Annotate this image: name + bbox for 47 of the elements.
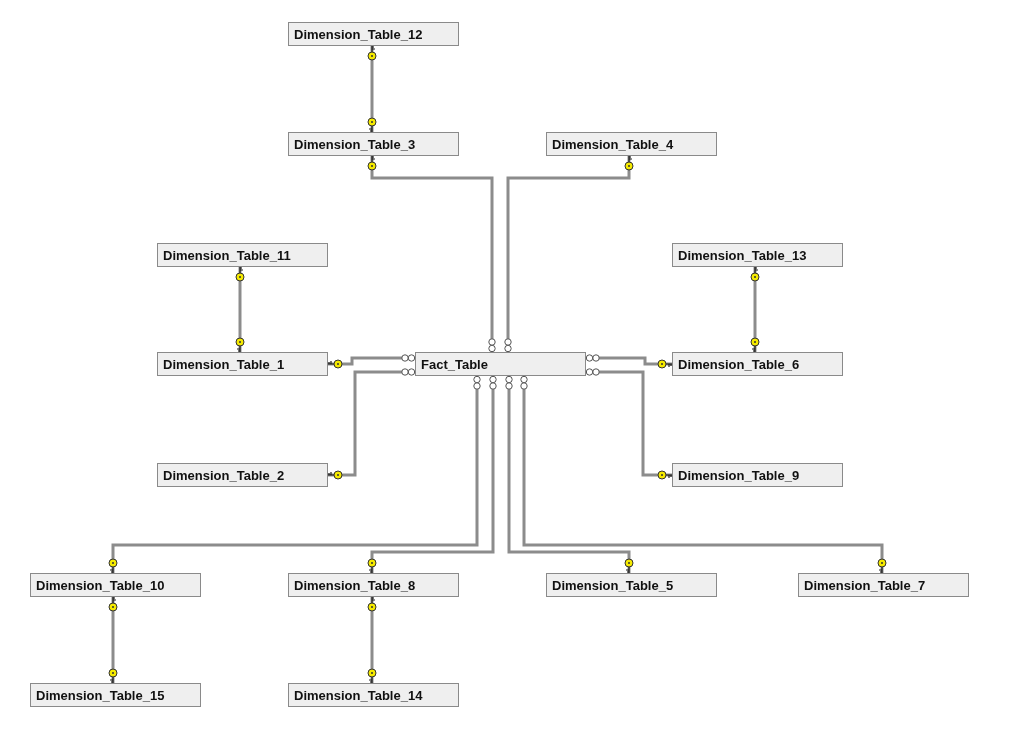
table-box: [798, 573, 969, 597]
table-box: [546, 132, 717, 156]
table-name: Fact_Table: [421, 356, 488, 372]
table-box: [672, 243, 843, 267]
table-name: Dimension_Table_1: [163, 356, 285, 372]
table-name: Dimension_Table_9: [678, 467, 800, 483]
table-name: Dimension_Table_15: [36, 687, 165, 703]
table-box: [157, 463, 328, 487]
table-box: [288, 22, 459, 46]
relationship-line: [327, 354, 416, 369]
table-box: [288, 573, 459, 597]
relationship-line: [367, 596, 377, 684]
table-name: Dimension_Table_7: [804, 577, 926, 593]
relationship-line: [327, 368, 416, 480]
table-box: [672, 352, 843, 376]
relationship-line: [585, 354, 673, 369]
table-name: Dimension_Table_4: [552, 136, 674, 152]
relationship-line: [520, 375, 887, 574]
relationship-line: [367, 155, 496, 353]
relationship-line: [750, 266, 760, 353]
table-name: Dimension_Table_8: [294, 577, 416, 593]
relationship-line: [585, 368, 673, 480]
relationship-line: [108, 375, 481, 574]
table-box: [672, 463, 843, 487]
relationship-line: [504, 155, 634, 353]
relationship-line: [235, 266, 245, 353]
table-box: [546, 573, 717, 597]
relationship-line: [367, 375, 497, 574]
table-box: [288, 683, 459, 707]
table-name: Dimension_Table_14: [294, 687, 423, 703]
relationship-line: [505, 375, 634, 574]
table-name: Dimension_Table_13: [678, 247, 807, 263]
relationship-line: [108, 596, 118, 684]
table-name: Dimension_Table_2: [163, 467, 285, 483]
table-box: [30, 683, 201, 707]
table-box: [157, 352, 328, 376]
table-name: Dimension_Table_10: [36, 577, 165, 593]
table-box: [157, 243, 328, 267]
table-name: Dimension_Table_6: [678, 356, 800, 372]
table-box: [415, 352, 586, 376]
relationship-line: [367, 45, 377, 133]
table-name: Dimension_Table_5: [552, 577, 674, 593]
table-box: [288, 132, 459, 156]
table-name: Dimension_Table_3: [294, 136, 416, 152]
table-name: Dimension_Table_12: [294, 26, 423, 42]
table-name: Dimension_Table_11: [163, 247, 291, 263]
table-box: [30, 573, 201, 597]
